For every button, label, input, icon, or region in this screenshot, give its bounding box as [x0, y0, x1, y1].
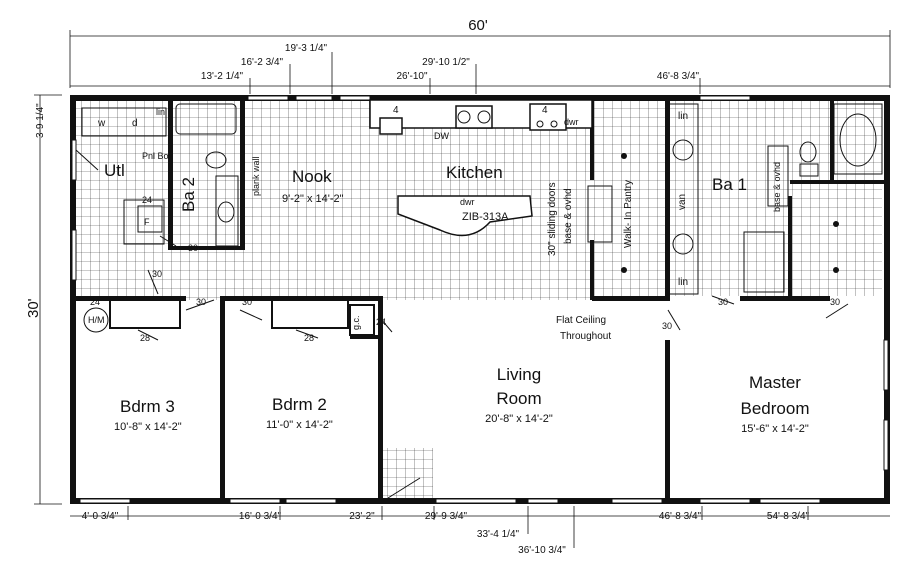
furnace-label: F	[144, 217, 150, 227]
dim-28a: 28	[140, 333, 151, 343]
bdrm3-size: 10'-8" x 14'-2"	[114, 421, 182, 433]
gc-label: g.c.	[351, 315, 361, 330]
island-dwr-label: dwr	[460, 197, 475, 207]
dim-30c: 30	[718, 297, 729, 307]
utl-lin-label: lin	[156, 107, 166, 117]
nook-label: Nook	[292, 167, 332, 186]
plank-wall-label: plank wall	[251, 156, 261, 196]
dim-30f: 30	[242, 297, 253, 307]
kitchen-label: Kitchen	[446, 163, 503, 182]
closets	[109, 299, 375, 336]
utl-label: Utl	[104, 161, 125, 180]
dim-top-2: 16'-2 3/4"	[240, 57, 284, 68]
living-label-2: Room	[496, 389, 542, 408]
dwr-label: dwr	[564, 117, 579, 127]
bdrm2-size: 11'-0" x 14'-2"	[266, 419, 333, 431]
dim-28b: 28	[304, 333, 315, 343]
dim-bottom-7: 54'-8 3/4"	[766, 511, 810, 522]
ba1-lin-top: lin	[678, 111, 689, 122]
dim-24c: 24	[376, 317, 387, 327]
overall-width: 60'	[468, 17, 488, 34]
dim-bottom-6: 46'-8 3/4"	[658, 511, 702, 522]
throughout-label: Throughout	[560, 331, 612, 342]
ba2-label: Ba 2	[179, 177, 198, 212]
cabinet-4b: 4	[542, 105, 548, 116]
sliding-doors-label: 30" sliding doors	[547, 182, 558, 256]
dim-top-0: 3-9 1/4"	[35, 103, 46, 138]
washer-label: w	[98, 118, 106, 129]
master-size: 15'-6" x 14'-2"	[741, 423, 809, 435]
exterior-openings	[71, 95, 889, 504]
dim-bottom-0: 4'-0 3/4"	[81, 511, 119, 522]
dishwasher-label: DW	[434, 131, 449, 141]
dim-top-6: 46'-8 3/4"	[656, 71, 700, 82]
ba1-label: Ba 1	[712, 175, 747, 194]
dim-top-5: 29'-10 1/2"	[422, 57, 470, 68]
nook-size: 9'-2" x 14'-2"	[282, 193, 344, 205]
dim-bottom-5: 36'-10 3/4"	[518, 545, 566, 556]
overall-depth: 30'	[25, 298, 42, 318]
dim-24b: 24	[90, 297, 101, 307]
dim-bottom-2: 23'-2"	[349, 511, 375, 522]
dim-bottom-1: 16'-0 3/4"	[238, 511, 282, 522]
island-model-label: ZIB-313A	[462, 211, 509, 223]
dim-30d: 30	[830, 297, 841, 307]
dim-top-3: 19'-3 1/4"	[284, 43, 328, 54]
bdrm2-label: Bdrm 2	[272, 395, 327, 414]
ba1-base-ovhd-label: base & ovhd	[772, 161, 782, 212]
dim-30g: 30	[662, 321, 673, 331]
flat-ceiling-label: Flat Ceiling	[556, 315, 607, 326]
dimension-lines	[34, 30, 891, 548]
pantry-label: Walk- In Pantry	[623, 180, 634, 248]
dryer-label: d	[132, 118, 138, 129]
dim-24a: 24	[142, 195, 153, 205]
vanity-label: van	[677, 193, 688, 210]
living-size: 20'-8" x 14'-2"	[485, 413, 553, 425]
dim-30a: 30	[188, 243, 199, 253]
dim-top-4: 26'-10"	[396, 71, 428, 82]
closet-dots	[621, 153, 839, 273]
master-label-1: Master	[749, 373, 801, 392]
ba1-lin-bottom: lin	[678, 277, 689, 288]
dim-30e: 30	[196, 297, 207, 307]
base-ovhd-label: base & ovhd	[563, 188, 574, 244]
bdrm3-label: Bdrm 3	[120, 397, 175, 416]
master-label-2: Bedroom	[740, 399, 810, 418]
dim-30b: 30	[152, 269, 163, 279]
fixtures	[81, 103, 883, 333]
water-heater-label: H/M	[88, 315, 105, 325]
dim-top-1: 13'-2 1/4"	[200, 71, 244, 82]
living-label-1: Living	[496, 365, 542, 384]
cabinet-4a: 4	[393, 105, 399, 116]
dim-bottom-4: 33'-4 1/4"	[476, 529, 520, 540]
door-swings	[75, 149, 849, 499]
pnl-box-label: Pnl Box	[142, 151, 174, 161]
dim-bottom-3: 29'-9 3/4"	[424, 511, 468, 522]
